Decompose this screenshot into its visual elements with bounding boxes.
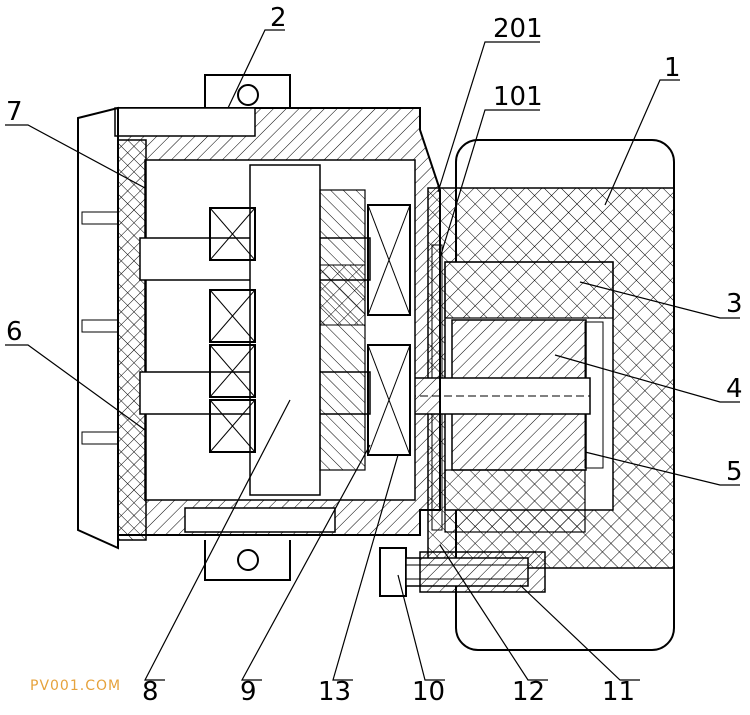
leader-lines: [5, 29, 740, 681]
bearings: [209, 204, 411, 456]
callout-6: 6: [6, 317, 23, 347]
callout-4: 4: [726, 374, 743, 404]
callout-8: 8: [142, 677, 159, 707]
nut-11: [419, 551, 546, 593]
callout-3: 3: [726, 289, 743, 319]
callout-10: 10: [412, 677, 445, 707]
callout-2: 2: [270, 3, 287, 33]
gear-8: [249, 164, 321, 496]
callout-101: 101: [493, 82, 543, 112]
callout-1: 1: [664, 53, 681, 83]
callout-labels: 2 201 101 1 3 4 5 7 6 8 9 13 10 12 11: [6, 3, 743, 707]
callout-201: 201: [493, 14, 543, 44]
callout-5: 5: [726, 457, 743, 487]
watermark: PV001.COM: [30, 678, 121, 694]
callout-11: 11: [602, 677, 635, 707]
motor-body: [427, 139, 675, 651]
reducer-shafts: [139, 164, 371, 496]
bottom-bolt-body: [184, 507, 336, 533]
callout-13: 13: [318, 677, 351, 707]
gear-9: [319, 189, 366, 471]
callout-9: 9: [240, 677, 257, 707]
top-bolt-body: [114, 107, 256, 137]
mounting-lugs: [204, 74, 291, 581]
magnet-top: [444, 261, 614, 319]
callout-12: 12: [512, 677, 545, 707]
callout-7: 7: [6, 97, 23, 127]
end-cover: [77, 106, 147, 550]
magnet-bottom: [444, 469, 586, 533]
